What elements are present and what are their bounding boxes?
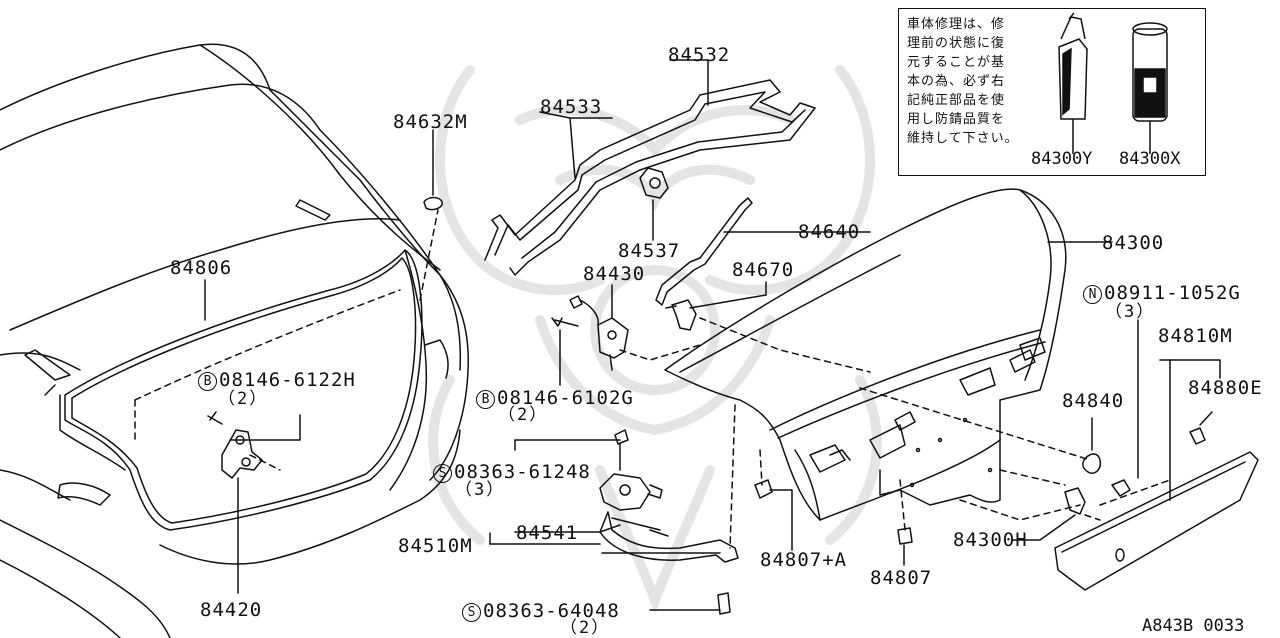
symbol-n-icon: N [1083, 285, 1102, 304]
repair-note-box: 車体修理は、修 理前の状態に復 元することが基 本の為、必ず右 記純正部品を使 … [898, 8, 1206, 176]
symbol-s-icon: S [433, 464, 452, 483]
qty-08363-61248: （3） [455, 480, 506, 500]
bracket-84537-drawing [639, 167, 669, 241]
label-08363-64048-text: 08363-64048 [483, 600, 620, 622]
label-84670: 84670 [732, 259, 795, 281]
nut-08911-drawing [1111, 479, 1131, 497]
label-84300x: 84300X [1119, 149, 1181, 169]
qty-08363-64048: （2） [560, 618, 611, 638]
finisher-drawing [1054, 359, 1259, 591]
bumper-84300h-drawing [1064, 487, 1086, 515]
screw-08363-64048-drawing [717, 592, 731, 615]
label-84300y: 84300Y [1031, 149, 1093, 169]
label-84300: 84300 [1102, 232, 1165, 254]
label-84420: 84420 [200, 599, 263, 621]
label-84532: 84532 [668, 44, 731, 66]
label-84533: 84533 [540, 96, 603, 118]
clip-84670-drawing [665, 281, 767, 331]
hinge-drawing [207, 411, 263, 594]
label-84537: 84537 [618, 240, 681, 262]
note-line: 元することが基 [907, 55, 1006, 70]
symbol-s-icon: S [462, 603, 481, 622]
note-line: 記純正部品を使 [907, 93, 1006, 108]
repair-note-text: 車体修理は、修 理前の状態に復 元することが基 本の為、必ず右 記純正部品を使 … [907, 15, 1035, 148]
clip-84880e-drawing [1189, 427, 1206, 445]
label-84632m: 84632M [393, 111, 468, 133]
torsion-rods [484, 59, 816, 276]
note-line: 用し防錆品質を [907, 112, 1006, 127]
stay-rod-drawing [655, 197, 871, 306]
label-84640: 84640 [798, 221, 861, 243]
note-line: 維持して下さい。 [907, 131, 1019, 146]
qty-08911-1052g: （3） [1105, 302, 1156, 322]
label-08911-1052g-text: 08911-1052G [1104, 282, 1241, 304]
note-line: 車体修理は、修 [907, 17, 1006, 32]
grommet-84840 [1082, 453, 1102, 474]
note-line: 本の為、必ず右 [907, 74, 1006, 89]
label-84510m: 84510M [398, 535, 473, 557]
label-08363-61248-text: 08363-61248 [454, 461, 591, 483]
qty-08146-6102g: （2） [498, 405, 549, 425]
note-line: 理前の状態に復 [907, 36, 1006, 51]
bolt-84807-drawing [897, 527, 913, 545]
trunk-lid-drawing [664, 188, 1113, 521]
label-08146-6122h-text: 08146-6122H [219, 369, 356, 391]
label-84807: 84807 [870, 567, 933, 589]
label-84840: 84840 [1062, 390, 1125, 412]
qty-08146-6122h: （2） [218, 389, 269, 409]
label-08146-6102g-text: 08146-6102G [497, 387, 634, 409]
car-body-drawing [0, 43, 469, 638]
lock-cylinder-drawing [551, 284, 629, 371]
sealant-products-drawing [1058, 12, 1168, 154]
label-84810m: 84810M [1158, 325, 1233, 347]
label-84430: 84430 [583, 263, 646, 285]
label-84806: 84806 [170, 257, 233, 279]
lock-assembly-drawing [599, 429, 739, 563]
rustproof-can-icon [1132, 22, 1168, 154]
symbol-b-icon: B [198, 372, 217, 391]
label-84300h: 84300H [953, 529, 1028, 551]
bolt-84807a-drawing [754, 479, 773, 499]
label-84880e: 84880E [1188, 377, 1263, 399]
sealant-tube-icon [1058, 12, 1088, 154]
symbol-b-icon: B [476, 390, 495, 409]
label-84541: 84541 [516, 522, 579, 544]
diagram-code: A843B 0033 [1142, 616, 1245, 636]
label-84807-a: 84807+A [760, 549, 848, 571]
